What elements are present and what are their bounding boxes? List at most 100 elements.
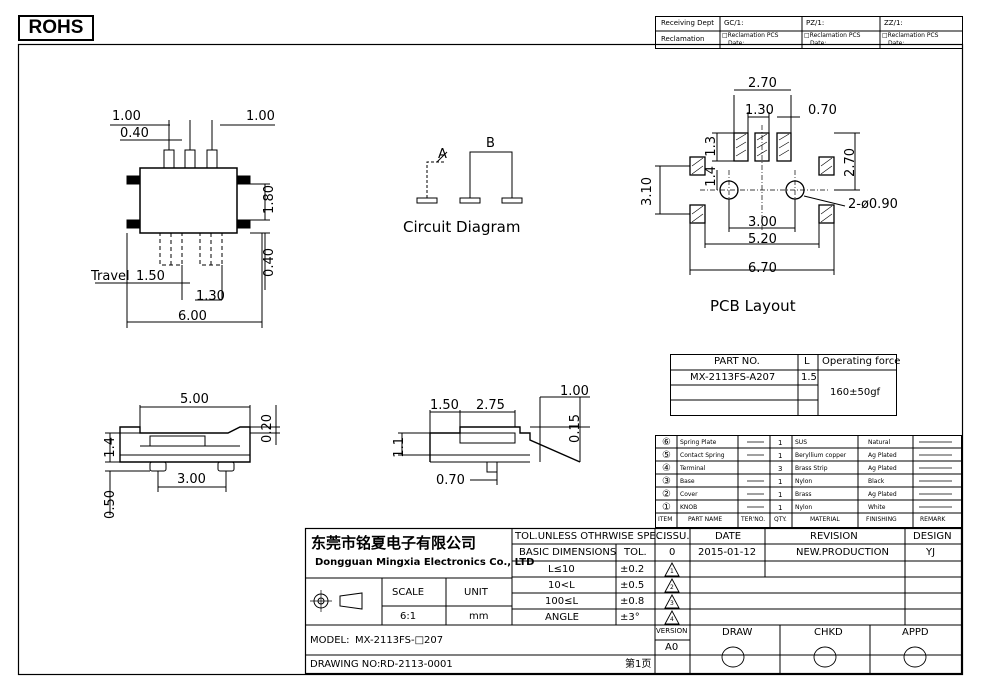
dim-front-5: 0.50 xyxy=(103,490,118,519)
l-header: L xyxy=(804,356,810,367)
rev-mark-1: 1 xyxy=(670,568,674,575)
unit-label: UNIT xyxy=(464,587,488,598)
tol-range-1: L≤10 xyxy=(548,564,575,575)
rev-mark-2: 2 xyxy=(670,584,674,591)
bom-header-qty: QTY. xyxy=(774,516,787,523)
bom-no-4: ③ xyxy=(662,476,671,487)
reclamation-pcs-1: □Reclamation PCS xyxy=(722,32,779,39)
revision-value: NEW.PRODUCTION xyxy=(796,547,889,558)
dim-top-3: 1.00 xyxy=(246,109,275,124)
dim-pcb-6: 2.70 xyxy=(843,148,858,177)
dim-side-6: 0.70 xyxy=(436,473,465,488)
bom-header-part-name: PART NAME xyxy=(688,516,723,523)
dim-top-2: 0.40 xyxy=(120,126,149,141)
bom-name-5: Cover xyxy=(680,491,698,498)
bom-qty-3: 3 xyxy=(778,465,783,473)
reclamation-label: Reclamation xyxy=(661,35,705,43)
drawing-no-value: RD-2113-0001 xyxy=(380,659,453,670)
design-value: YJ xyxy=(926,547,936,558)
basic-dims-label: BASIC DIMENSIONS xyxy=(519,547,617,558)
bom-qty-2: 1 xyxy=(778,452,783,460)
bom-material-1: SUS xyxy=(795,439,808,446)
date-1: Date: xyxy=(728,40,745,47)
date-3: Date: xyxy=(888,40,905,47)
tol-value-3: ±0.8 xyxy=(620,596,645,607)
bom-header-remark: REMARK xyxy=(920,516,946,523)
bom-no-6: ① xyxy=(662,502,671,513)
dim-side-2: 1.50 xyxy=(430,398,459,413)
dim-pcb-2: 1.30 xyxy=(745,103,774,118)
bom-qty-1: 1 xyxy=(778,439,783,447)
operating-force-header: Operating force xyxy=(822,356,901,367)
bom-no-3: ④ xyxy=(662,463,671,474)
bom-finish-5: Ag Plated xyxy=(868,491,897,498)
circuit-a-label: A xyxy=(438,147,447,162)
bom-name-3: Terminal xyxy=(680,465,706,472)
tol-title: TOL.UNLESS OTHRWISE SPEC. xyxy=(515,531,666,542)
dim-pcb-9: 3.00 xyxy=(748,215,777,230)
dim-front-4: 3.00 xyxy=(177,472,206,487)
bom-no-2: ⑤ xyxy=(662,450,671,461)
receiving-dept-label: Receiving Dept xyxy=(661,19,715,27)
bom-name-1: Spring Plate xyxy=(680,439,717,446)
chkd-header: CHKD xyxy=(814,627,843,638)
scale-value: 6:1 xyxy=(400,611,417,622)
bom-finish-1: Natural xyxy=(868,439,891,446)
design-header: DESIGN xyxy=(913,531,952,542)
bom-finish-2: Ag Plated xyxy=(868,452,897,459)
bom-no-1: ⑥ xyxy=(662,437,671,448)
issue-value: 0 xyxy=(669,547,676,558)
version-header: VERSION xyxy=(656,627,688,635)
model-value: MX-2113FS-□207 xyxy=(355,635,444,646)
rev-mark-3: 3 xyxy=(670,600,674,607)
company-name-cn: 东莞市铭夏电子有限公司 xyxy=(311,534,477,552)
dim-front-1: 5.00 xyxy=(180,392,209,407)
dim-top-4: 1.80 xyxy=(262,185,277,214)
dim-front-3: 1.4 xyxy=(103,437,118,458)
drawing-no-label: DRAWING NO: xyxy=(310,659,381,670)
bom-name-2: Contact Spring xyxy=(680,452,725,459)
dim-side-5: 1.1 xyxy=(392,437,407,458)
dim-pcb-11: 6.70 xyxy=(748,261,777,276)
version-value: A0 xyxy=(665,642,679,653)
rev-mark-4: 4 xyxy=(670,616,674,623)
dim-pcb-3: 0.70 xyxy=(808,103,837,118)
bom-qty-6: 1 xyxy=(778,504,783,512)
bom-header-ter-no: TER'NO. xyxy=(741,516,766,523)
page-number: 第1页 xyxy=(625,659,652,670)
revision-header: REVISION xyxy=(810,531,858,542)
dim-front-2: 0.20 xyxy=(260,414,275,443)
bom-qty-5: 1 xyxy=(778,491,783,499)
dim-pcb-5: 1.4 xyxy=(704,166,719,187)
part-no-value: MX-2113FS-A207 xyxy=(690,372,776,383)
dim-top-7: 1.30 xyxy=(196,289,225,304)
date-2: Date: xyxy=(810,40,827,47)
bom-no-5: ② xyxy=(662,489,671,500)
circuit-diagram-title: Circuit Diagram xyxy=(403,218,521,236)
tol-value-2: ±0.5 xyxy=(620,580,645,591)
rohs-badge: ROHS xyxy=(18,15,94,41)
dim-side-1: 1.00 xyxy=(560,384,589,399)
bom-header-material: MATERIAL xyxy=(810,516,840,523)
bom-material-3: Brass Strip xyxy=(795,465,828,472)
bom-finish-3: Ag Plated xyxy=(868,465,897,472)
tol-value-1: ±0.2 xyxy=(620,564,645,575)
dim-pcb-1: 2.70 xyxy=(748,76,777,91)
scale-label: SCALE xyxy=(392,587,425,598)
tol-label: TOL. xyxy=(624,547,647,558)
bom-material-6: Nylon xyxy=(795,504,813,511)
dim-side-3: 2.75 xyxy=(476,398,505,413)
date-header: DATE xyxy=(715,531,742,542)
zz-label: ZZ/1: xyxy=(884,19,903,27)
dim-top-8: 6.00 xyxy=(178,309,207,324)
tol-range-2: 10<L xyxy=(548,580,575,591)
part-no-header: PART NO. xyxy=(714,356,760,367)
bom-material-4: Nylon xyxy=(795,478,813,485)
dim-top-5: 0.40 xyxy=(262,248,277,277)
gc-label: GC/1: xyxy=(724,19,744,27)
tol-range-4: ANGLE xyxy=(545,612,579,623)
company-name-en: Dongguan Mingxia Electronics Co., LTD xyxy=(315,557,535,568)
bom-finish-6: White xyxy=(868,504,886,511)
